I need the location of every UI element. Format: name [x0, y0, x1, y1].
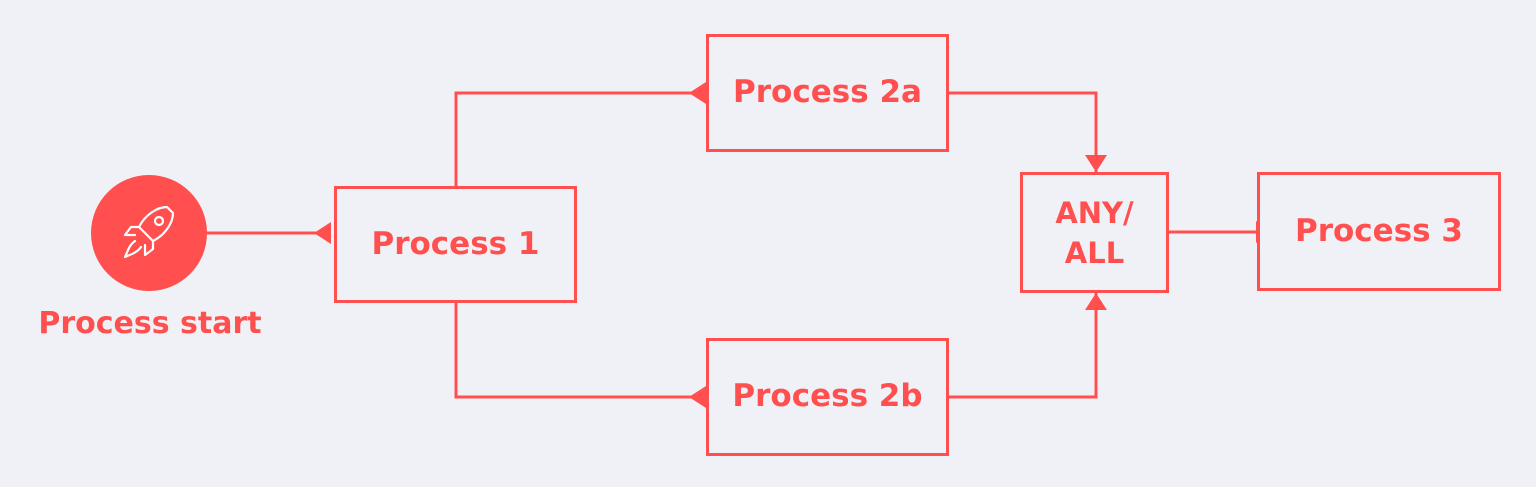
process-2b-box: Process 2b	[706, 338, 949, 456]
arrow-process1-to-process2a	[454, 91, 706, 186]
arrow-process1-to-process2b	[454, 303, 706, 399]
arrow-process2b-to-gate	[948, 293, 1098, 399]
process-start-circle	[91, 175, 207, 291]
arrowhead-2b-to-gate	[1085, 293, 1107, 310]
rocket-icon	[123, 205, 175, 259]
any-all-gate-box: ANY/ ALL	[1020, 172, 1169, 293]
process-3-label: Process 3	[1295, 212, 1463, 249]
gate-label-line2: ALL	[1064, 235, 1125, 270]
arrowhead-2a-to-gate	[1085, 155, 1107, 172]
process-1-label: Process 1	[371, 225, 540, 262]
arrow-process2a-to-gate	[948, 91, 1098, 172]
arrowhead-to-process2a	[689, 82, 706, 104]
arrowhead-to-process2b	[689, 386, 706, 408]
process-start-label: Process start	[38, 306, 262, 341]
process-2a-label: Process 2a	[733, 74, 922, 111]
arrowhead-start-to-process1	[314, 222, 331, 244]
process-3-box: Process 3	[1257, 172, 1501, 291]
process-2b-label: Process 2b	[732, 378, 923, 415]
process-1-box: Process 1	[334, 186, 577, 303]
gate-label-line1: ANY/	[1055, 195, 1134, 230]
process-2a-box: Process 2a	[706, 34, 949, 152]
